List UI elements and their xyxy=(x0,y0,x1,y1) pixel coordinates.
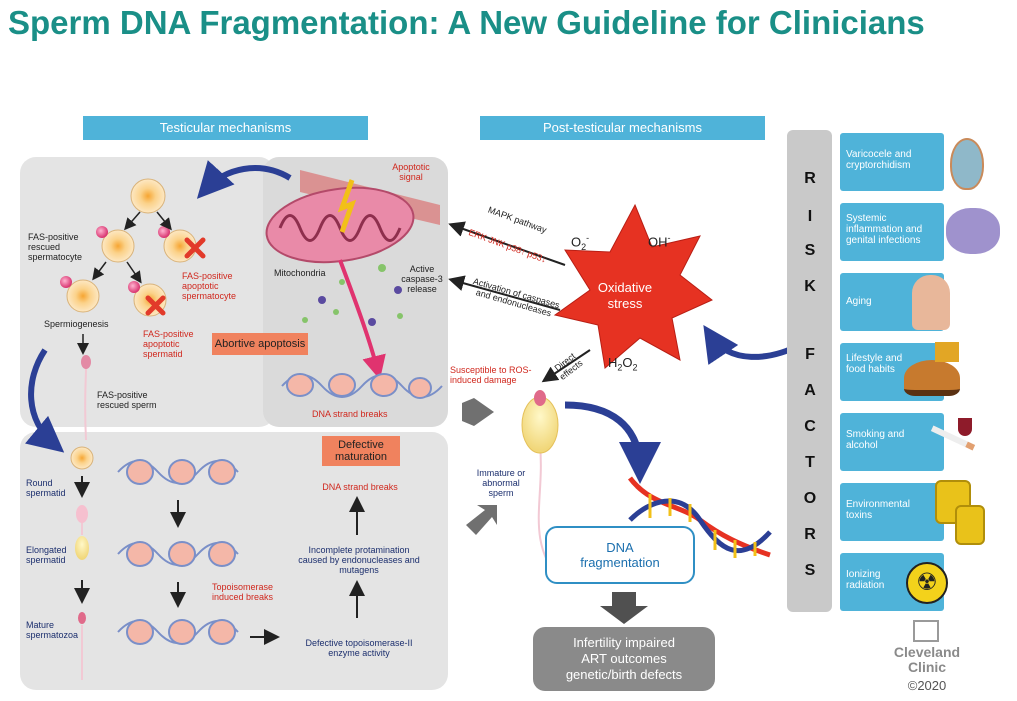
toxic-barrel-icon xyxy=(955,505,985,545)
cleveland-logo-text: Cleveland Clinic xyxy=(893,644,961,675)
label-dna-strand-breaks-upper: DNA strand breaks xyxy=(312,409,388,419)
label-incomplete-protamination: Incomplete protamination caused by endon… xyxy=(298,545,420,575)
rescued-sperm-icon xyxy=(81,355,91,441)
navy-arrow-risk xyxy=(703,325,802,365)
oxidative-stress-star xyxy=(553,203,713,369)
oxidative-stress-label: Oxidative stress xyxy=(597,280,653,311)
spermatid-series xyxy=(70,446,94,680)
risk-factor-inflammation: Systemic inflammation and genital infect… xyxy=(840,203,944,261)
mitochondria-icon xyxy=(265,170,440,264)
label-apoptotic-spermatocyte: FAS-positive apoptotic spermatocyte xyxy=(182,271,237,301)
risk-letter: F xyxy=(805,346,815,363)
risk-letter: I xyxy=(807,208,813,225)
navy-arrow-fragmentation xyxy=(564,401,661,484)
wine-glass-icon xyxy=(958,418,972,436)
label-susceptible: Susceptible to ROS-induced damage xyxy=(450,365,532,385)
dna-nucleosomes-lower xyxy=(117,459,239,645)
oh-label: OH- xyxy=(648,233,671,250)
dna-nucleosomes-upper xyxy=(281,373,443,399)
label-immature-sperm: Immature or abnormal sperm xyxy=(476,468,526,498)
testicular-header: Testicular mechanisms xyxy=(83,116,368,140)
radiation-icon: ☢ xyxy=(906,562,948,604)
grey-arrow-2 xyxy=(466,505,497,535)
outcome-line-3: genetic/birth defects xyxy=(565,667,683,682)
outcome-line-2: ART outcomes xyxy=(581,651,667,666)
navy-arrow-left xyxy=(25,348,65,453)
dna-helix-icon xyxy=(627,476,772,558)
label-apoptotic-signal: Apoptotic signal xyxy=(392,162,430,182)
risk-factor-smoking: Smoking and alcohol xyxy=(840,413,944,471)
label-mitochondria: Mitochondria xyxy=(274,268,326,278)
testis-icon xyxy=(950,138,984,190)
risk-letter: A xyxy=(804,382,816,399)
outcome-line-1: Infertility impaired xyxy=(573,635,675,650)
label-rescued-sperm: FAS-positive rescued sperm xyxy=(97,390,157,410)
risk-column xyxy=(787,130,832,612)
risk-letter: R xyxy=(804,526,816,543)
label-topoisomerase-breaks: Topoisomerase induced breaks xyxy=(212,582,274,602)
risk-letter: O xyxy=(803,490,817,507)
label-elongated-spermatid: Elongated spermatid xyxy=(26,545,67,565)
risk-factor-toxins: Environmental toxins xyxy=(840,483,944,541)
apoptosis-x-icon xyxy=(145,237,206,316)
grey-arrow-1 xyxy=(462,398,494,426)
risk-letter: K xyxy=(804,278,816,295)
cleveland-logo-mark xyxy=(913,620,939,642)
inflammation-cell-icon xyxy=(946,208,1000,254)
risk-factor-varicocele: Varicocele and cryptorchidism xyxy=(840,133,944,191)
label-spermiogenesis: Spermiogenesis xyxy=(44,319,109,329)
lower-arrows xyxy=(170,496,365,645)
risk-letter: S xyxy=(804,562,816,579)
burger-icon xyxy=(904,360,960,396)
label-apoptotic-spermatid: FAS-positive apoptotic spermatid xyxy=(143,329,194,359)
abortive-apoptosis-box: Abortive apoptosis xyxy=(212,333,308,355)
down-arrow xyxy=(600,592,648,624)
toxic-barrel-icon xyxy=(935,480,971,524)
label-defective-topo: Defective topoisomerase-II enzyme activi… xyxy=(305,638,413,658)
risk-letter: R xyxy=(804,170,816,187)
label-mature-spermatozoa: Mature spermatozoa xyxy=(26,620,79,640)
star-arrows xyxy=(448,221,591,383)
risk-letter: C xyxy=(804,418,816,435)
dna-fragmentation-box: DNA fragmentation xyxy=(545,526,695,584)
outcome-box: Infertility impaired ART outcomes geneti… xyxy=(533,627,715,691)
label-round-spermatid: Round spermatid xyxy=(26,478,66,498)
h2o2-label: H2O2 xyxy=(608,355,638,373)
caspase-dots xyxy=(302,264,403,326)
label-active-caspase: Active caspase-3 release xyxy=(401,264,443,294)
copyright: ©2020 xyxy=(907,678,947,693)
page-title: Sperm DNA Fragmentation: A New Guideline… xyxy=(8,4,925,41)
label-dna-strand-breaks-lower: DNA strand breaks xyxy=(322,482,398,492)
o2-label: O2- xyxy=(571,233,590,252)
fries-icon xyxy=(935,342,959,362)
defective-maturation-box: Defective maturation xyxy=(322,436,400,466)
label-rescued-spermatocyte: FAS-positive rescued spermatocyte xyxy=(28,232,83,262)
post-testicular-header: Post-testicular mechanisms xyxy=(480,116,765,140)
risk-letter: S xyxy=(804,242,816,259)
caspase-arrow xyxy=(338,259,386,380)
risk-letter: T xyxy=(805,454,815,471)
aging-man-icon xyxy=(912,275,950,330)
navy-arrow-top xyxy=(196,160,292,199)
